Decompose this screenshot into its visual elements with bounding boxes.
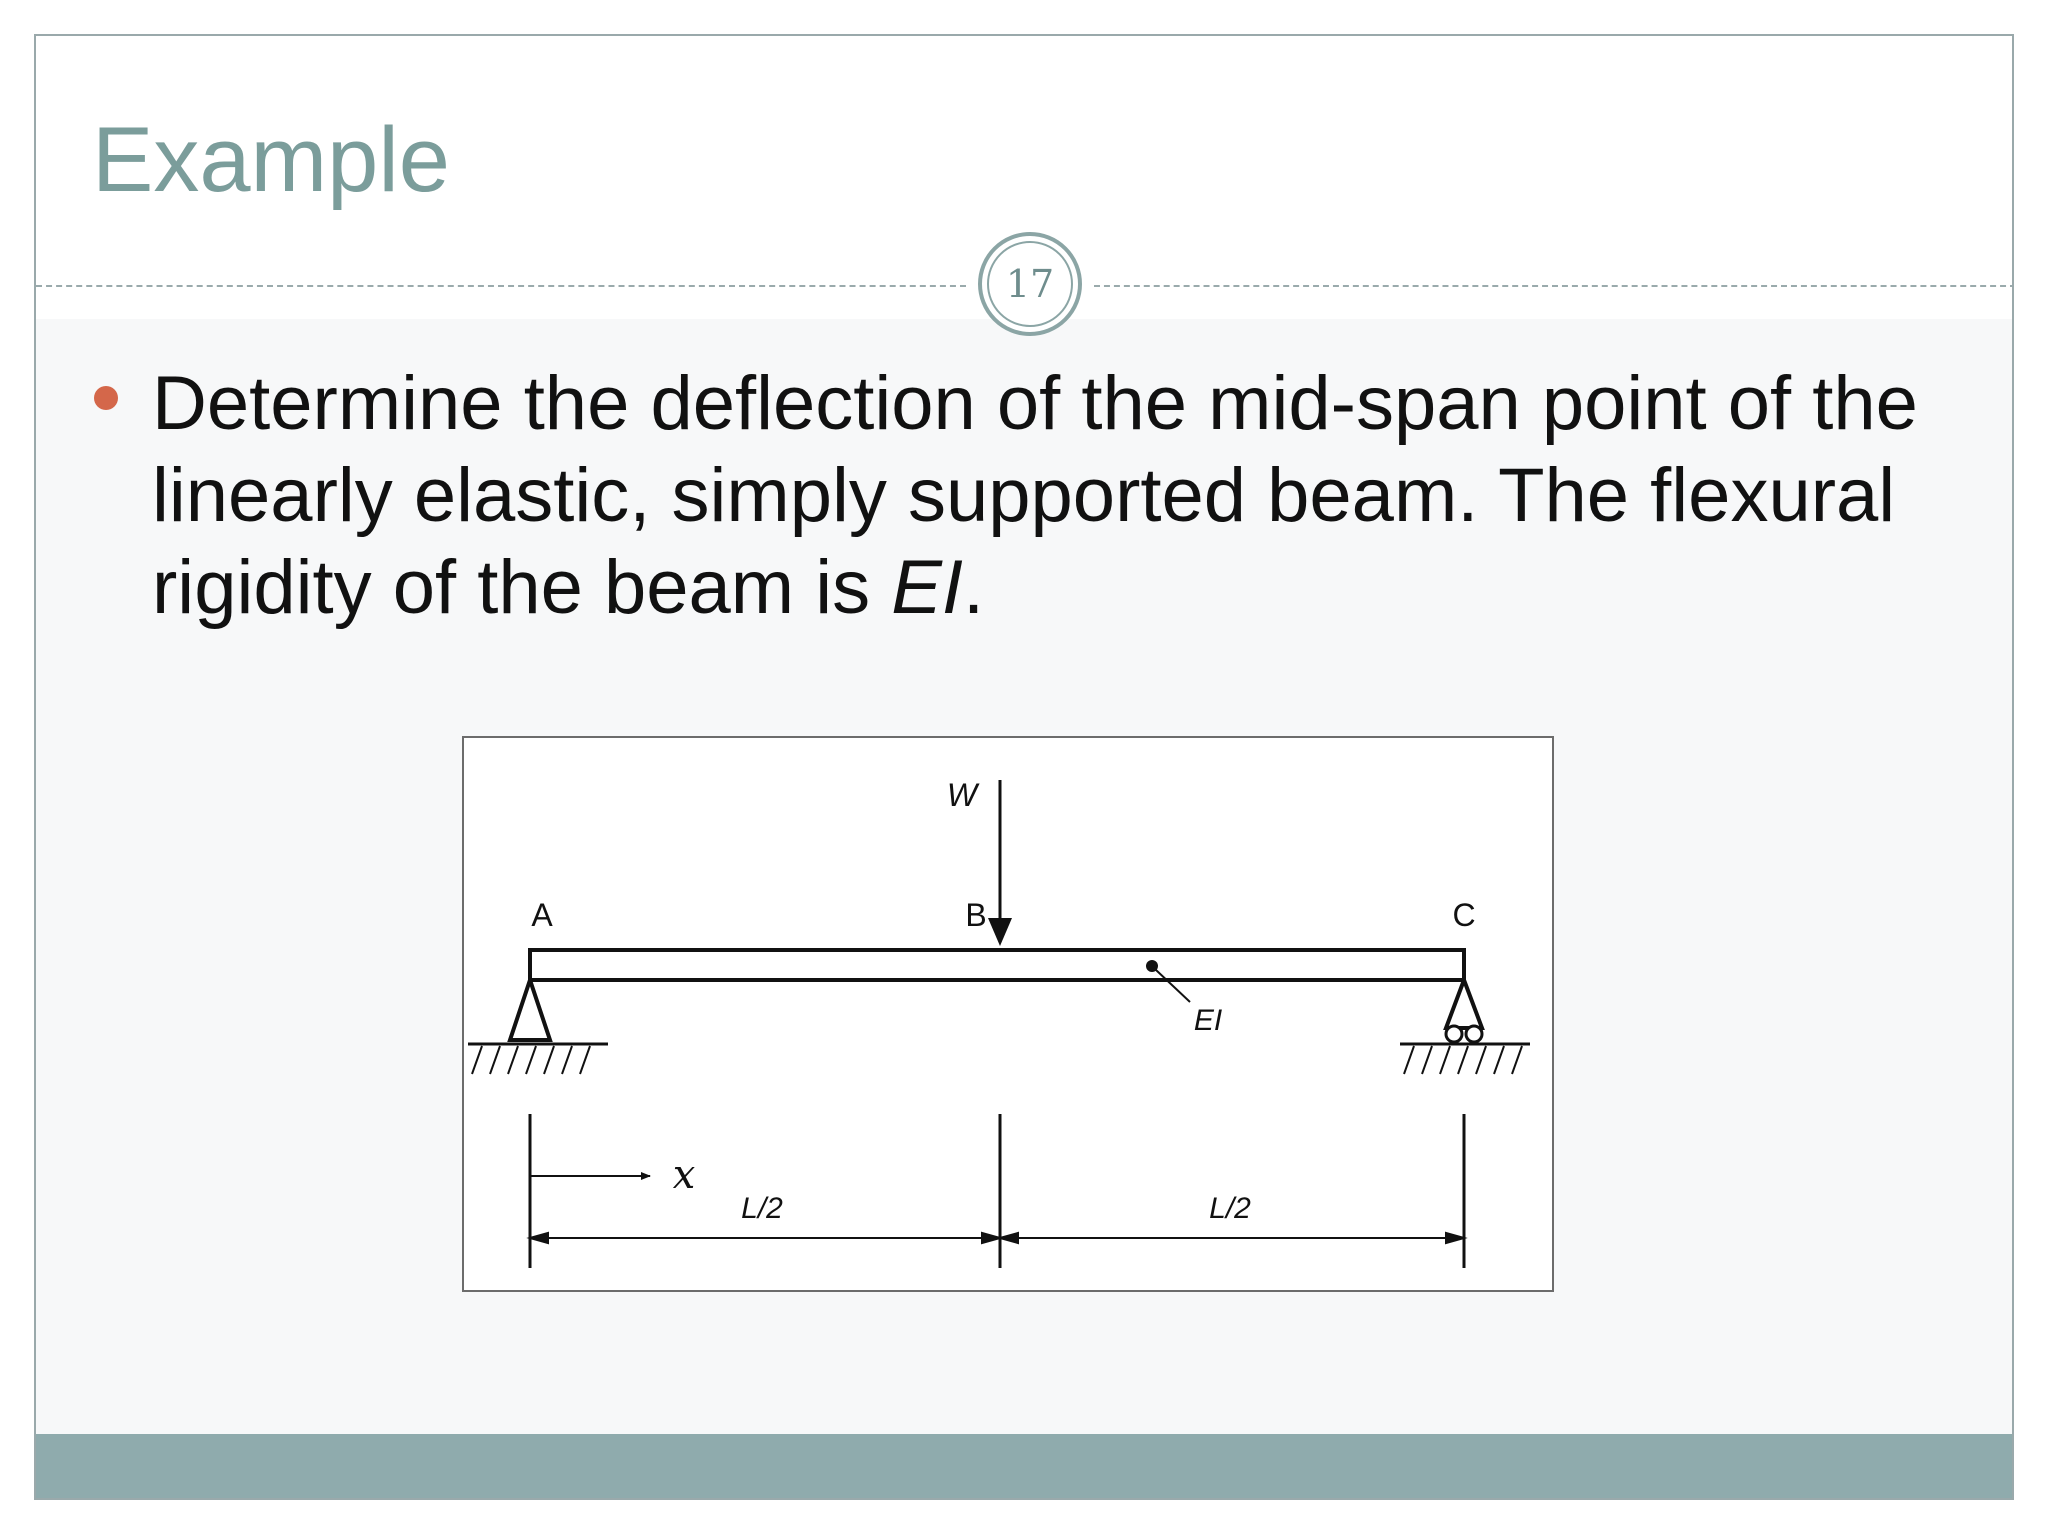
right-span-label: L/2 — [1209, 1192, 1251, 1225]
load-label: W — [947, 777, 980, 813]
left-span-dimension — [526, 1231, 1004, 1245]
point-a-label: A — [531, 897, 553, 933]
stiffness-pointer — [1146, 960, 1191, 1003]
stiffness-label: EI — [1194, 1004, 1222, 1037]
beam — [528, 948, 1466, 982]
load-arrow — [988, 780, 1012, 946]
pin-support-a — [468, 973, 608, 1075]
page-number-ring: 17 — [987, 241, 1073, 327]
page-number: 17 — [1005, 262, 1055, 306]
divider-right — [1094, 285, 2012, 287]
bullet-dot-icon — [94, 386, 118, 410]
footer-bar — [36, 1434, 2012, 1498]
point-b-label: B — [965, 897, 986, 933]
slide-title: Example — [92, 109, 450, 211]
divider-left — [36, 285, 966, 287]
bullet-text-main: Determine the deflection of the mid-span… — [152, 361, 1918, 630]
roller-support-c — [1400, 974, 1530, 1075]
dimension-extension-lines — [528, 1114, 1466, 1268]
beam-diagram: W A B C EI — [468, 777, 1530, 1268]
right-span-dimension — [996, 1231, 1468, 1245]
bullet-text-emphasis: EI — [891, 545, 964, 630]
x-axis-label: x — [673, 1152, 696, 1198]
left-span-label: L/2 — [741, 1192, 783, 1225]
slide: Example 17 Determine the deflection of t… — [34, 34, 2014, 1500]
bullet-text: Determine the deflection of the mid-span… — [152, 358, 1982, 634]
beam-figure: W A B C EI — [462, 736, 1554, 1292]
point-c-label: C — [1452, 897, 1475, 933]
bullet-text-end: . — [963, 545, 985, 630]
page-number-badge: 17 — [978, 232, 1082, 336]
